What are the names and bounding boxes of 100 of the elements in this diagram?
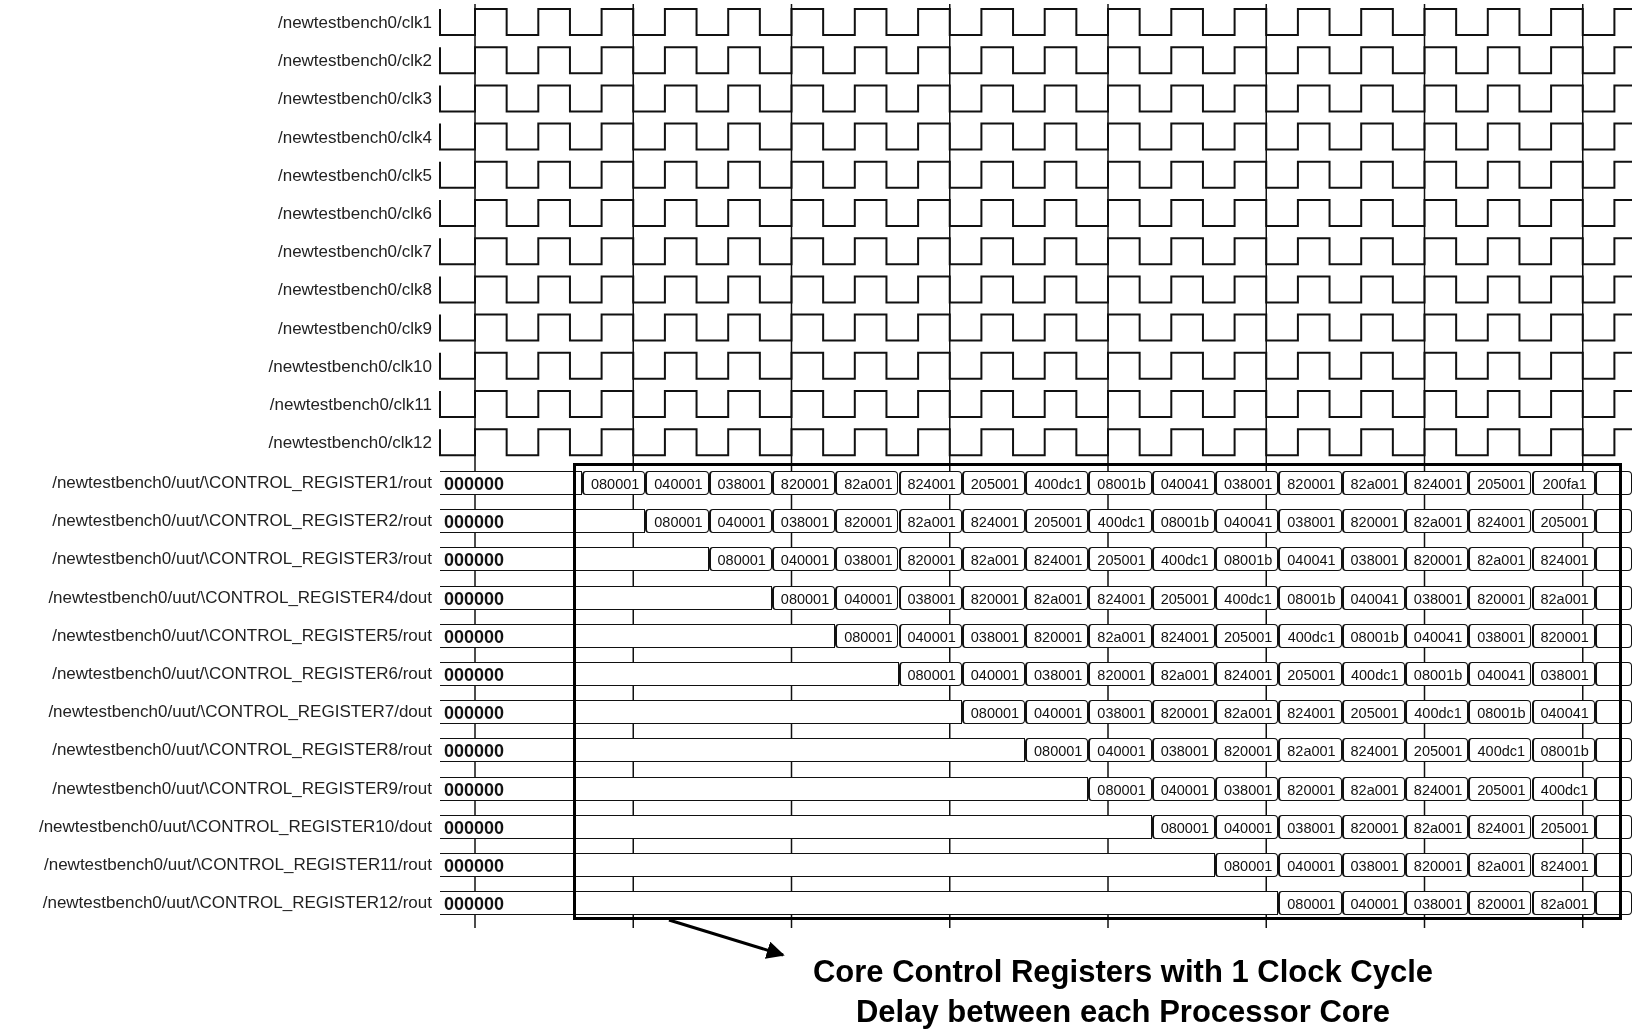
bus-value: 080001: [1278, 891, 1342, 916]
bus-value: 038001: [835, 547, 899, 572]
bus-value: 08001b: [1341, 623, 1405, 648]
bus-value: 040001: [1088, 738, 1152, 763]
bus-value: 000000: [440, 547, 709, 572]
signal-name: /newtestbench0/uut/\CONTROL_REGISTER9/rout: [52, 777, 432, 800]
signal-name: /newtestbench0/clk1: [277, 12, 432, 34]
bus-value: 038001: [1341, 547, 1405, 572]
bus-value: 205001: [1531, 509, 1595, 534]
bus-value: 038001: [1278, 814, 1342, 839]
bus-value: 82a001: [961, 547, 1026, 572]
bus-value: 820001: [1025, 623, 1089, 648]
bus-value: 000000: [440, 853, 1215, 877]
bus-value: 82a001: [1341, 776, 1405, 801]
bus-value: 205001: [1278, 662, 1342, 686]
signal-name: /newtestbench0/clk6: [277, 203, 432, 225]
bus-value: 038001: [771, 509, 836, 534]
bus-value: 824001: [898, 471, 962, 495]
bus-value: 205001: [1468, 776, 1532, 801]
bus-value: 400dc1: [1404, 700, 1469, 725]
bus-value: 08001b: [1278, 585, 1342, 610]
bus-value: 08001b: [1468, 700, 1532, 725]
arrow: [668, 918, 785, 959]
annotation-text: Core Control Registers with 1 Clock Cycle Delay between each Processor Core: [783, 952, 1463, 1029]
bus-value: 400dc1: [1531, 776, 1595, 801]
bus-value: 040041: [1341, 585, 1405, 610]
bus-value: 040001: [1215, 814, 1279, 839]
bus-value: 080001: [835, 623, 899, 648]
bus-value: 400dc1: [1341, 662, 1405, 686]
bus-value: 824001: [1468, 814, 1532, 839]
bus-value: 400dc1: [1088, 509, 1152, 534]
signal-name: /newtestbench0/clk5: [277, 164, 432, 187]
bus-value: 080001: [708, 547, 772, 572]
bus-value: 824001: [1404, 471, 1469, 495]
signal-name: /newtestbench0/uut/\CONTROL_REGISTER8/rout: [52, 739, 432, 762]
bus-value: 82a001: [1404, 509, 1469, 534]
signal-name: /newtestbench0/clk4: [277, 126, 432, 149]
bus-value: 820001: [1341, 814, 1405, 839]
bus-value: 82a001: [1151, 662, 1215, 686]
bus-value: 080001: [1215, 853, 1279, 877]
bus-value: 038001: [961, 623, 1026, 648]
bus-value: 400dc1: [1215, 585, 1279, 610]
bus-value: 040001: [1151, 776, 1215, 801]
signal-name: /newtestbench0/clk12: [268, 432, 432, 455]
bus-value: 824001: [1088, 585, 1152, 610]
bus-value: 200fa1: [1531, 471, 1595, 495]
bus-value: 824001: [1468, 509, 1532, 534]
bus-value: 000000: [440, 738, 1026, 763]
bus-value: 038001: [1404, 585, 1469, 610]
bus-value: 038001: [1341, 853, 1405, 877]
bus-value: 82a001: [898, 509, 962, 534]
signal-name: /newtestbench0/clk11: [269, 394, 432, 416]
bus-value: 000000: [440, 662, 899, 686]
signal-name: /newtestbench0/uut/\CONTROL_REGISTER1/rout: [52, 472, 432, 494]
signal-name: /newtestbench0/clk8: [277, 279, 432, 302]
bus-value: 820001: [961, 585, 1026, 610]
bus-value: 080001: [645, 509, 709, 534]
bus-value: 000000: [440, 891, 1279, 916]
bus-value: 820001: [1215, 738, 1279, 763]
bus-value: 038001: [1531, 662, 1595, 686]
signal-name: /newtestbench0/uut/\CONTROL_REGISTER11/rout: [43, 854, 432, 876]
bus-value: 038001: [1215, 776, 1279, 801]
bus-value: 820001: [1531, 623, 1595, 648]
bus-value: 820001: [1151, 700, 1215, 725]
bus-value: 400dc1: [1151, 547, 1215, 572]
signal-name: /newtestbench0/uut/\CONTROL_REGISTER2/rout: [52, 510, 432, 533]
signal-name: /newtestbench0/uut/\CONTROL_REGISTER12/rout: [42, 892, 432, 915]
bus-value: 820001: [1404, 547, 1469, 572]
bus-value: 82a001: [1215, 700, 1279, 725]
bus-value: 038001: [898, 585, 962, 610]
bus-value: 000000: [440, 700, 962, 725]
bus-value: 824001: [1341, 738, 1405, 763]
bus-value: 820001: [835, 509, 899, 534]
bus-value: 038001: [1215, 471, 1279, 495]
bus-value: 82a001: [1468, 853, 1532, 877]
bus-value: 205001: [1215, 623, 1279, 648]
bus-value: 824001: [1151, 623, 1215, 648]
bus-value: 040041: [1215, 509, 1279, 534]
bus-value: 820001: [1404, 853, 1469, 877]
bus-value: 82a001: [835, 471, 899, 495]
bus-value: 824001: [1025, 547, 1089, 572]
bus-value: 820001: [1088, 662, 1152, 686]
bus-value: 820001: [898, 547, 962, 572]
bus-value: 82a001: [1341, 471, 1405, 495]
bus-value: 205001: [1468, 471, 1532, 495]
bus-value: 824001: [1278, 700, 1342, 725]
bus-value: 040001: [771, 547, 836, 572]
bus-value: 080001: [1088, 776, 1152, 801]
bus-value: 040001: [961, 662, 1026, 686]
bus-value: 040001: [645, 471, 709, 495]
highlight-frame: [573, 463, 1622, 920]
bus-value: 000000: [440, 471, 582, 495]
bus-value: 080001: [582, 471, 646, 495]
bus-value: 040001: [708, 509, 772, 534]
bus-value: 040041: [1531, 700, 1595, 725]
bus-value: 205001: [1088, 547, 1152, 572]
bus-value: 000000: [440, 623, 836, 648]
bus-value: 080001: [898, 662, 962, 686]
bus-value: 400dc1: [1278, 623, 1342, 648]
bus-value: 08001b: [1404, 662, 1469, 686]
